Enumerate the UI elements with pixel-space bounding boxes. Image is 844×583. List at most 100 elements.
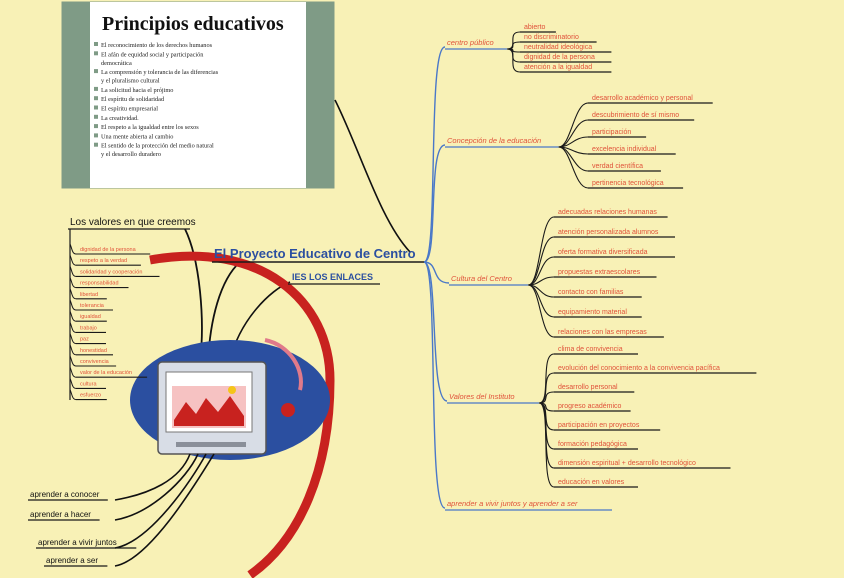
values-node[interactable]: Los valores en que creemos bbox=[68, 217, 196, 230]
value-item[interactable]: valor de la educación bbox=[69, 366, 148, 378]
pillar-item[interactable]: aprender a ser bbox=[44, 556, 108, 567]
leaf-node[interactable]: no discriminatorio bbox=[520, 34, 597, 43]
center-node[interactable]: El Proyecto Educativo de Centro bbox=[212, 246, 424, 263]
leaf-label[interactable]: educación en valores bbox=[558, 479, 625, 486]
leaf-label[interactable]: propuestas extraescolares bbox=[558, 269, 641, 276]
center-node-label[interactable]: El Proyecto Educativo de Centro bbox=[214, 246, 416, 261]
value-item[interactable]: solidaridad y cooperación bbox=[69, 266, 160, 277]
leaf-label[interactable]: dimensión espiritual + desarrollo tecnol… bbox=[558, 460, 696, 467]
leaf-label[interactable]: relaciones con las empresas bbox=[558, 329, 647, 336]
leaf-node[interactable]: excelencia individual bbox=[588, 146, 676, 155]
leaf-node[interactable]: pertinencia tecnológica bbox=[588, 180, 684, 189]
value-label[interactable]: trabajo bbox=[80, 325, 97, 331]
leaf-node[interactable]: participación bbox=[588, 129, 647, 138]
branch-label[interactable]: Concepción de la educación bbox=[447, 136, 541, 145]
value-label[interactable]: valor de la educación bbox=[80, 370, 132, 376]
value-item[interactable]: cultura bbox=[69, 378, 106, 389]
leaf-node[interactable]: contacto con familias bbox=[554, 289, 642, 298]
leaf-node[interactable]: dimensión espiritual + desarrollo tecnol… bbox=[554, 460, 731, 469]
leaf-node[interactable]: atención personalizada alumnos bbox=[554, 229, 675, 238]
leaf-label[interactable]: adecuadas relaciones humanas bbox=[558, 209, 657, 216]
branch-label[interactable]: Valores del Instituto bbox=[449, 392, 515, 401]
value-item[interactable]: trabajo bbox=[69, 322, 106, 333]
branch[interactable]: Concepción de la educación desarrollo aca… bbox=[445, 95, 713, 189]
leaf-label[interactable]: desarrollo académico y personal bbox=[592, 95, 693, 102]
leaf-node[interactable]: descubrimiento de sí mismo bbox=[588, 112, 695, 121]
leaf-node[interactable]: relaciones con las empresas bbox=[554, 329, 664, 338]
pillar-item[interactable]: aprender a conocer bbox=[28, 490, 108, 501]
links-node[interactable]: IES LOS ENLACES bbox=[288, 272, 380, 285]
leaf-label[interactable]: atención personalizada alumnos bbox=[558, 229, 659, 236]
pillar-item[interactable]: aprender a vivir juntos bbox=[36, 538, 137, 549]
branch[interactable]: aprender a vivir juntos y aprender a ser bbox=[445, 499, 612, 511]
value-label[interactable]: cultura bbox=[80, 381, 97, 387]
pillar-label[interactable]: aprender a ser bbox=[46, 556, 98, 565]
value-label[interactable]: solidaridad y cooperación bbox=[80, 269, 142, 275]
leaf-label[interactable]: dignidad de la persona bbox=[524, 54, 595, 61]
leaf-node[interactable]: desarrollo académico y personal bbox=[588, 95, 713, 104]
pillar-label[interactable]: aprender a conocer bbox=[30, 490, 100, 499]
branch[interactable]: Cultura del Centro adecuadas relaciones h… bbox=[449, 209, 675, 338]
value-label[interactable]: igualdad bbox=[80, 314, 101, 320]
values-title[interactable]: Los valores en que creemos bbox=[70, 217, 196, 228]
value-label[interactable]: responsabilidad bbox=[80, 281, 119, 287]
branch[interactable]: centro público abierto no discriminatorio n… bbox=[445, 24, 612, 73]
leaf-node[interactable]: desarrollo personal bbox=[554, 384, 635, 393]
value-item[interactable]: tolerancia bbox=[69, 299, 113, 311]
pillar-label[interactable]: aprender a hacer bbox=[30, 510, 91, 519]
leaf-label[interactable]: contacto con familias bbox=[558, 289, 624, 296]
leaf-label[interactable]: desarrollo personal bbox=[558, 384, 618, 391]
leaf-node[interactable]: progreso académico bbox=[554, 403, 631, 412]
value-label[interactable]: dignidad de la persona bbox=[80, 247, 137, 253]
value-label[interactable]: libertad bbox=[80, 292, 98, 298]
value-item[interactable]: respeto a la verdad bbox=[69, 254, 141, 266]
branch[interactable]: Valores del Instituto clima de convivenci… bbox=[447, 346, 757, 488]
pillar-label[interactable]: aprender a vivir juntos bbox=[38, 538, 117, 547]
value-item[interactable]: honestidad bbox=[69, 344, 113, 356]
leaf-node[interactable]: atención a la igualdad bbox=[520, 64, 612, 73]
value-label[interactable]: honestidad bbox=[80, 348, 107, 354]
value-label[interactable]: paz bbox=[80, 337, 89, 343]
value-item[interactable]: convivencia bbox=[69, 355, 117, 367]
leaf-node[interactable]: neutralidad ideológica bbox=[520, 44, 612, 53]
branch-label[interactable]: Cultura del Centro bbox=[451, 274, 512, 283]
leaf-label[interactable]: neutralidad ideológica bbox=[524, 44, 592, 51]
leaf-node[interactable]: equipamiento material bbox=[554, 309, 642, 318]
leaf-node[interactable]: verdad científica bbox=[588, 163, 661, 172]
leaf-label[interactable]: participación en proyectos bbox=[558, 422, 640, 429]
value-item[interactable]: libertad bbox=[69, 288, 107, 300]
leaf-node[interactable]: propuestas extraescolares bbox=[554, 269, 657, 278]
leaf-label[interactable]: clima de convivencia bbox=[558, 346, 623, 353]
leaf-label[interactable]: no discriminatorio bbox=[524, 34, 579, 41]
leaf-label[interactable]: oferta formativa diversificada bbox=[558, 249, 648, 256]
value-item[interactable]: esfuerzo bbox=[69, 389, 107, 401]
value-label[interactable]: convivencia bbox=[80, 359, 110, 365]
leaf-node[interactable]: abierto bbox=[520, 24, 556, 33]
value-item[interactable]: responsabilidad bbox=[69, 277, 129, 289]
leaf-label[interactable]: pertinencia tecnológica bbox=[592, 180, 664, 187]
leaf-label[interactable]: equipamiento material bbox=[558, 309, 627, 316]
leaf-node[interactable]: participación en proyectos bbox=[554, 422, 661, 431]
pillar-item[interactable]: aprender a hacer bbox=[28, 510, 100, 521]
leaf-label[interactable]: abierto bbox=[524, 24, 546, 31]
value-label[interactable]: tolerancia bbox=[80, 303, 105, 309]
leaf-label[interactable]: verdad científica bbox=[592, 163, 643, 170]
value-label[interactable]: esfuerzo bbox=[80, 393, 101, 399]
leaf-node[interactable]: evolución del conocimiento a la conviven… bbox=[554, 365, 757, 374]
leaf-node[interactable]: adecuadas relaciones humanas bbox=[554, 209, 668, 218]
leaf-label[interactable]: descubrimiento de sí mismo bbox=[592, 112, 679, 119]
value-item[interactable]: dignidad de la persona bbox=[69, 243, 151, 255]
branch-label[interactable]: centro público bbox=[447, 38, 494, 47]
leaf-node[interactable]: dignidad de la persona bbox=[520, 54, 612, 63]
leaf-label[interactable]: formación pedagógica bbox=[558, 441, 627, 448]
value-label[interactable]: respeto a la verdad bbox=[80, 258, 127, 264]
leaf-label[interactable]: atención a la igualdad bbox=[524, 64, 592, 71]
value-item[interactable]: paz bbox=[69, 333, 106, 345]
leaf-label[interactable]: evolución del conocimiento a la conviven… bbox=[558, 365, 720, 372]
value-item[interactable]: igualdad bbox=[69, 310, 107, 322]
branch-label[interactable]: aprender a vivir juntos y aprender a ser bbox=[447, 499, 578, 508]
leaf-label[interactable]: participación bbox=[592, 129, 631, 136]
leaf-node[interactable]: formación pedagógica bbox=[554, 441, 638, 450]
leaf-node[interactable]: oferta formativa diversificada bbox=[554, 249, 675, 258]
leaf-label[interactable]: progreso académico bbox=[558, 403, 622, 410]
